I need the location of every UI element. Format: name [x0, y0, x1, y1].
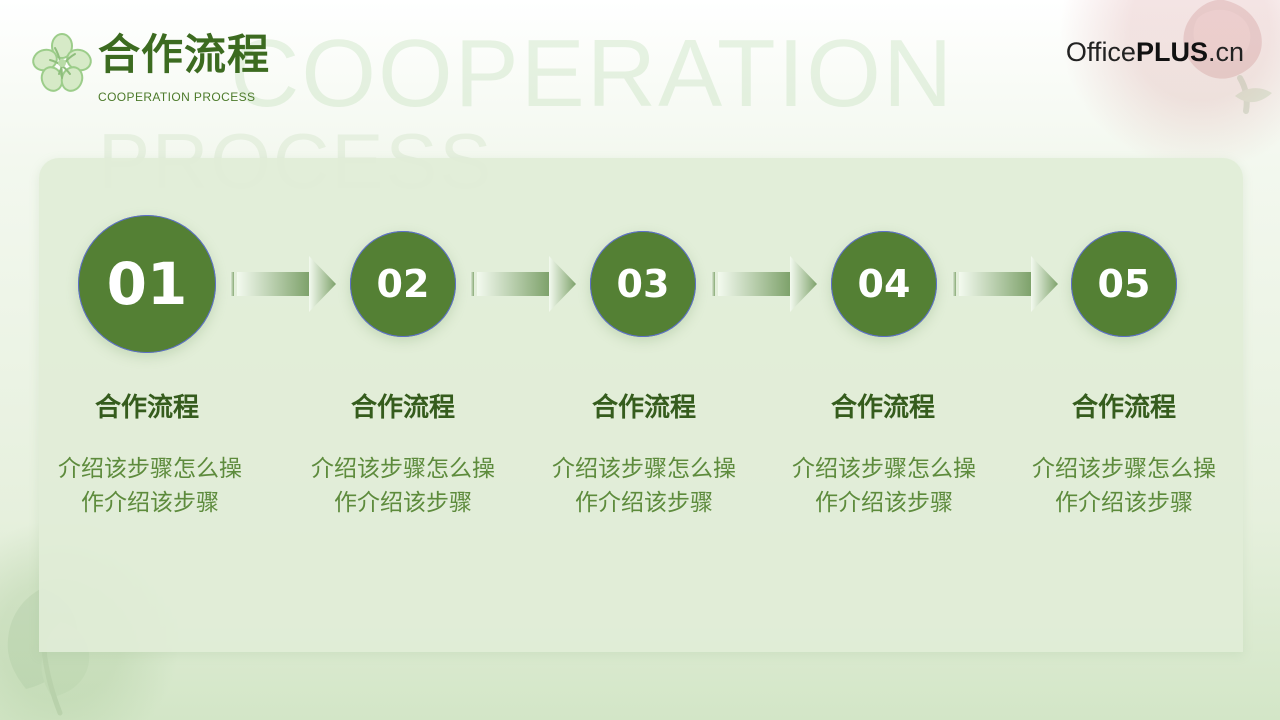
arrow-right-icon [230, 256, 336, 312]
step-title-1: 合作流程 [94, 393, 199, 423]
step-description-3: 介绍该步骤怎么操 作介绍该步骤 [539, 452, 749, 520]
step-description-1: 介绍该步骤怎么操 作介绍该步骤 [45, 452, 255, 520]
brand-suffix: .cn [1207, 37, 1244, 67]
step-description-line-2: 作介绍该步骤 [575, 490, 713, 516]
page-title: 合作流程 [98, 30, 271, 79]
step-description-line-1: 介绍该步骤怎么操 [311, 456, 495, 482]
step-description-2: 介绍该步骤怎么操 作介绍该步骤 [298, 452, 508, 520]
flower-icon [32, 33, 92, 92]
step-description-line-1: 介绍该步骤怎么操 [792, 456, 976, 482]
step-title-5: 合作流程 [1071, 393, 1176, 423]
step-title-2: 合作流程 [350, 393, 455, 423]
step-description-5: 介绍该步骤怎么操 作介绍该步骤 [1019, 452, 1229, 520]
step-circle-3: 03 [590, 231, 696, 337]
step-description-line-2: 作介绍该步骤 [815, 490, 953, 516]
brand-prefix: Office [1065, 37, 1136, 67]
step-title-4: 合作流程 [830, 393, 935, 423]
brand-strong: PLUS [1135, 37, 1208, 67]
step-description-line-2: 作介绍该步骤 [81, 490, 219, 516]
step-description-line-1: 介绍该步骤怎么操 [58, 456, 242, 482]
step-description-line-2: 作介绍该步骤 [334, 490, 472, 516]
watermark-cooperation: COOPERATION [230, 20, 955, 127]
step-circle-4: 04 [831, 231, 937, 337]
step-description-4: 介绍该步骤怎么操 作介绍该步骤 [779, 452, 989, 520]
rose-icon [1183, 0, 1272, 114]
brand-logo: OfficePLUS.cn [1066, 39, 1244, 66]
arrow-right-icon [470, 256, 576, 312]
arrow-right-icon [711, 256, 817, 312]
step-title-3: 合作流程 [591, 393, 696, 423]
step-circle-1: 01 [78, 215, 216, 353]
step-description-line-2: 作介绍该步骤 [1055, 490, 1193, 516]
page-subtitle: COOPERATION PROCESS [98, 90, 256, 104]
step-circle-2: 02 [350, 231, 456, 337]
step-circle-5: 05 [1071, 231, 1177, 337]
step-description-line-1: 介绍该步骤怎么操 [552, 456, 736, 482]
arrow-right-icon [952, 256, 1058, 312]
step-description-line-1: 介绍该步骤怎么操 [1032, 456, 1216, 482]
